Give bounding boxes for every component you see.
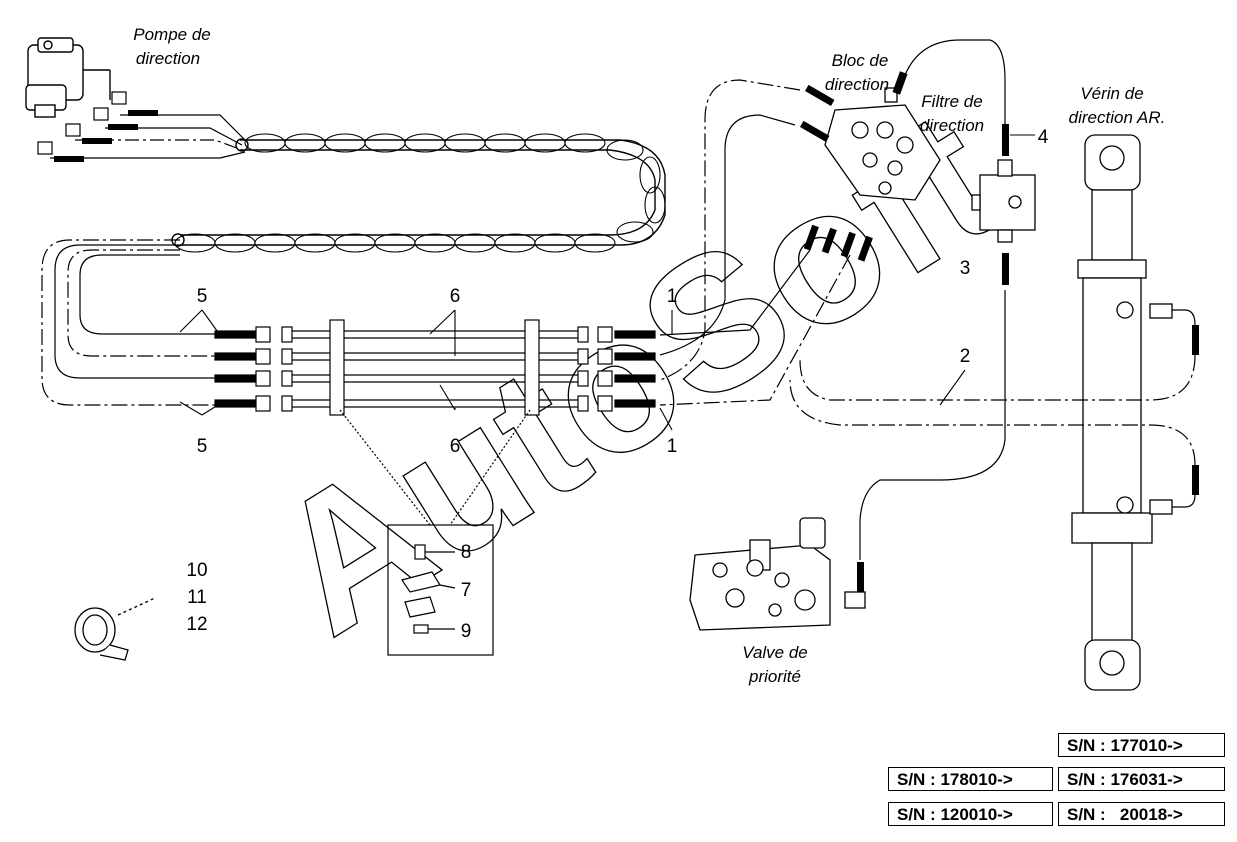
serial-number-box: S/N : 20018->: [1058, 802, 1225, 826]
hose-chain: [171, 133, 666, 253]
callout-5-top: 5: [197, 286, 208, 307]
pump-label-line1: Pompe de: [133, 25, 211, 44]
cylinder-hose-ends: [1192, 325, 1199, 495]
cylinder-label-line1: Vérin de: [1080, 84, 1143, 103]
block-label-line1: Bloc de: [832, 51, 889, 70]
cylinder-lines: [789, 309, 1196, 508]
serial-number-box: S/N : 178010->: [888, 767, 1053, 791]
component-labels: Pompe de direction Bloc de direction Fil…: [133, 25, 1165, 686]
filter-to-valve-line: [859, 290, 1006, 560]
steering-block-hoses: [800, 71, 908, 262]
callout-numbers: 5 5 6 6 1 1 2 3 4 8 7 9 10 11 12: [186, 127, 1048, 642]
pump-label-line2: direction: [136, 49, 200, 68]
filter-label-line2: direction: [920, 116, 984, 135]
priority-valve: [689, 517, 866, 631]
callout-8: 8: [461, 542, 472, 563]
callout-1-top: 1: [667, 286, 678, 307]
steering-filter: [971, 159, 1036, 243]
valve-label-line1: Valve de: [742, 643, 808, 662]
callout-2: 2: [960, 346, 971, 367]
callout-7: 7: [461, 580, 472, 601]
callout-11: 11: [187, 587, 207, 608]
callout-12: 12: [186, 614, 207, 635]
left-hose-loop: [41, 239, 215, 406]
serial-number-box: S/N : 120010->: [888, 802, 1053, 826]
hose-clamp: [74, 597, 156, 661]
block-label-line2: direction: [825, 75, 889, 94]
callout-leaders: [179, 134, 1035, 431]
valve-hose-end: [857, 562, 864, 592]
steering-pump: [25, 37, 111, 118]
rear-steering-cylinder: [1071, 134, 1173, 691]
valve-label-line2: priorité: [748, 667, 801, 686]
filter-hose-ends: [1002, 124, 1009, 285]
pump-hose-ends: [54, 110, 158, 162]
callout-5-bottom: 5: [197, 436, 208, 457]
filter-label-line1: Filtre de: [921, 92, 982, 111]
callout-6-top: 6: [450, 286, 461, 307]
cylinder-label-line2: direction AR.: [1069, 108, 1166, 127]
tube-rows: [214, 319, 656, 416]
clamp-detail: [339, 409, 531, 656]
serial-number-box: S/N : 176031->: [1058, 767, 1225, 791]
steering-block: [824, 87, 941, 201]
callout-3: 3: [960, 258, 971, 279]
callout-4: 4: [1038, 127, 1049, 148]
serial-number-box: S/N : 177010->: [1058, 733, 1225, 757]
callout-9: 9: [461, 621, 472, 642]
callout-10: 10: [186, 560, 207, 581]
callout-1-bottom: 1: [667, 436, 678, 457]
steering-block-lines: [659, 39, 1006, 406]
pump-hoses: [37, 91, 246, 159]
callout-6-bottom: 6: [450, 436, 461, 457]
